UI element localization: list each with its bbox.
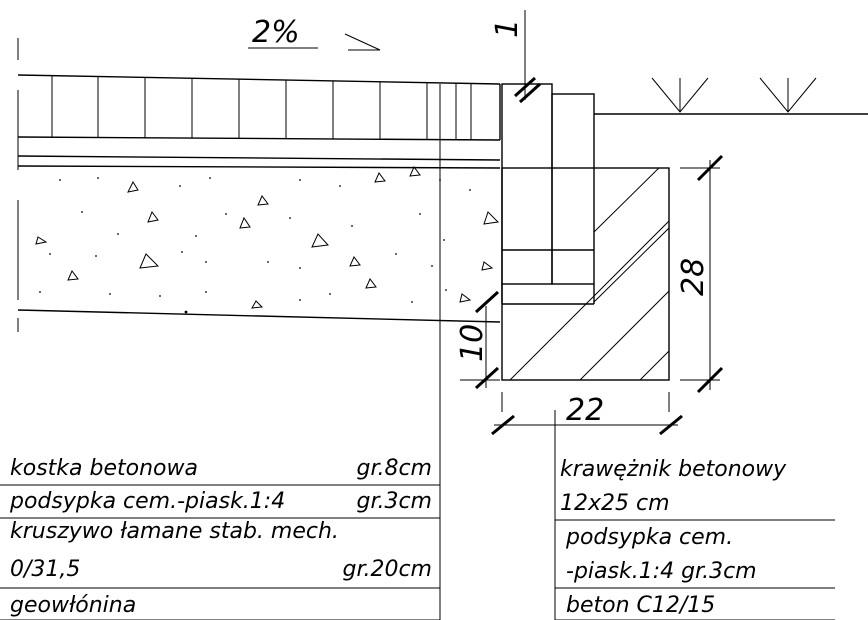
left-layer-name-2: kruszywo łamane stab. mech. bbox=[10, 519, 339, 544]
paving-block-layer bbox=[17, 74, 501, 141]
aggregate-dots bbox=[39, 177, 471, 314]
right-layer-1: 12x25 cm bbox=[560, 491, 670, 516]
left-layer-thickness-3: gr.20cm bbox=[342, 557, 432, 582]
left-layer-thickness-0: gr.8cm bbox=[356, 456, 432, 481]
width-dimension: 22 bbox=[491, 392, 683, 436]
left-legend: kostka betonowa gr.8cm podsypka cem.-pia… bbox=[0, 456, 440, 620]
left-layer-name-0: kostka betonowa bbox=[10, 456, 198, 481]
slope-indicator: 2% bbox=[248, 15, 381, 51]
base-dimension: 10 bbox=[455, 290, 500, 390]
left-layer-name-4: geowłónina bbox=[10, 593, 136, 618]
right-legend: krawężnik betonowy 12x25 cm podsypka cem… bbox=[555, 457, 835, 620]
curb bbox=[501, 83, 595, 305]
width-label: 22 bbox=[566, 393, 604, 428]
gap-dimension: 1 bbox=[490, 10, 542, 104]
grass-area bbox=[594, 77, 868, 115]
left-layer-thickness-1: gr.3cm bbox=[356, 489, 432, 514]
left-layer-name-3: 0/31,5 bbox=[10, 557, 80, 582]
right-layer-2: podsypka cem. bbox=[565, 525, 733, 550]
aggregate-base-layer bbox=[17, 166, 501, 323]
right-layer-4: beton C12/15 bbox=[566, 593, 715, 618]
concrete-foundation bbox=[501, 167, 670, 381]
slope-label: 2% bbox=[252, 15, 300, 50]
right-layer-3: -piask.1:4 gr.3cm bbox=[566, 559, 757, 584]
aggregate-triangles bbox=[35, 166, 500, 309]
right-layer-0: krawężnik betonowy bbox=[560, 457, 787, 482]
base-label: 10 bbox=[455, 324, 490, 362]
height-label: 28 bbox=[676, 258, 711, 296]
left-layer-name-1: podsypka cem.-piask.1:4 bbox=[9, 489, 285, 514]
bedding-layer bbox=[17, 155, 501, 169]
height-dimension: 28 bbox=[676, 154, 724, 394]
gap-label: 1 bbox=[490, 19, 525, 38]
